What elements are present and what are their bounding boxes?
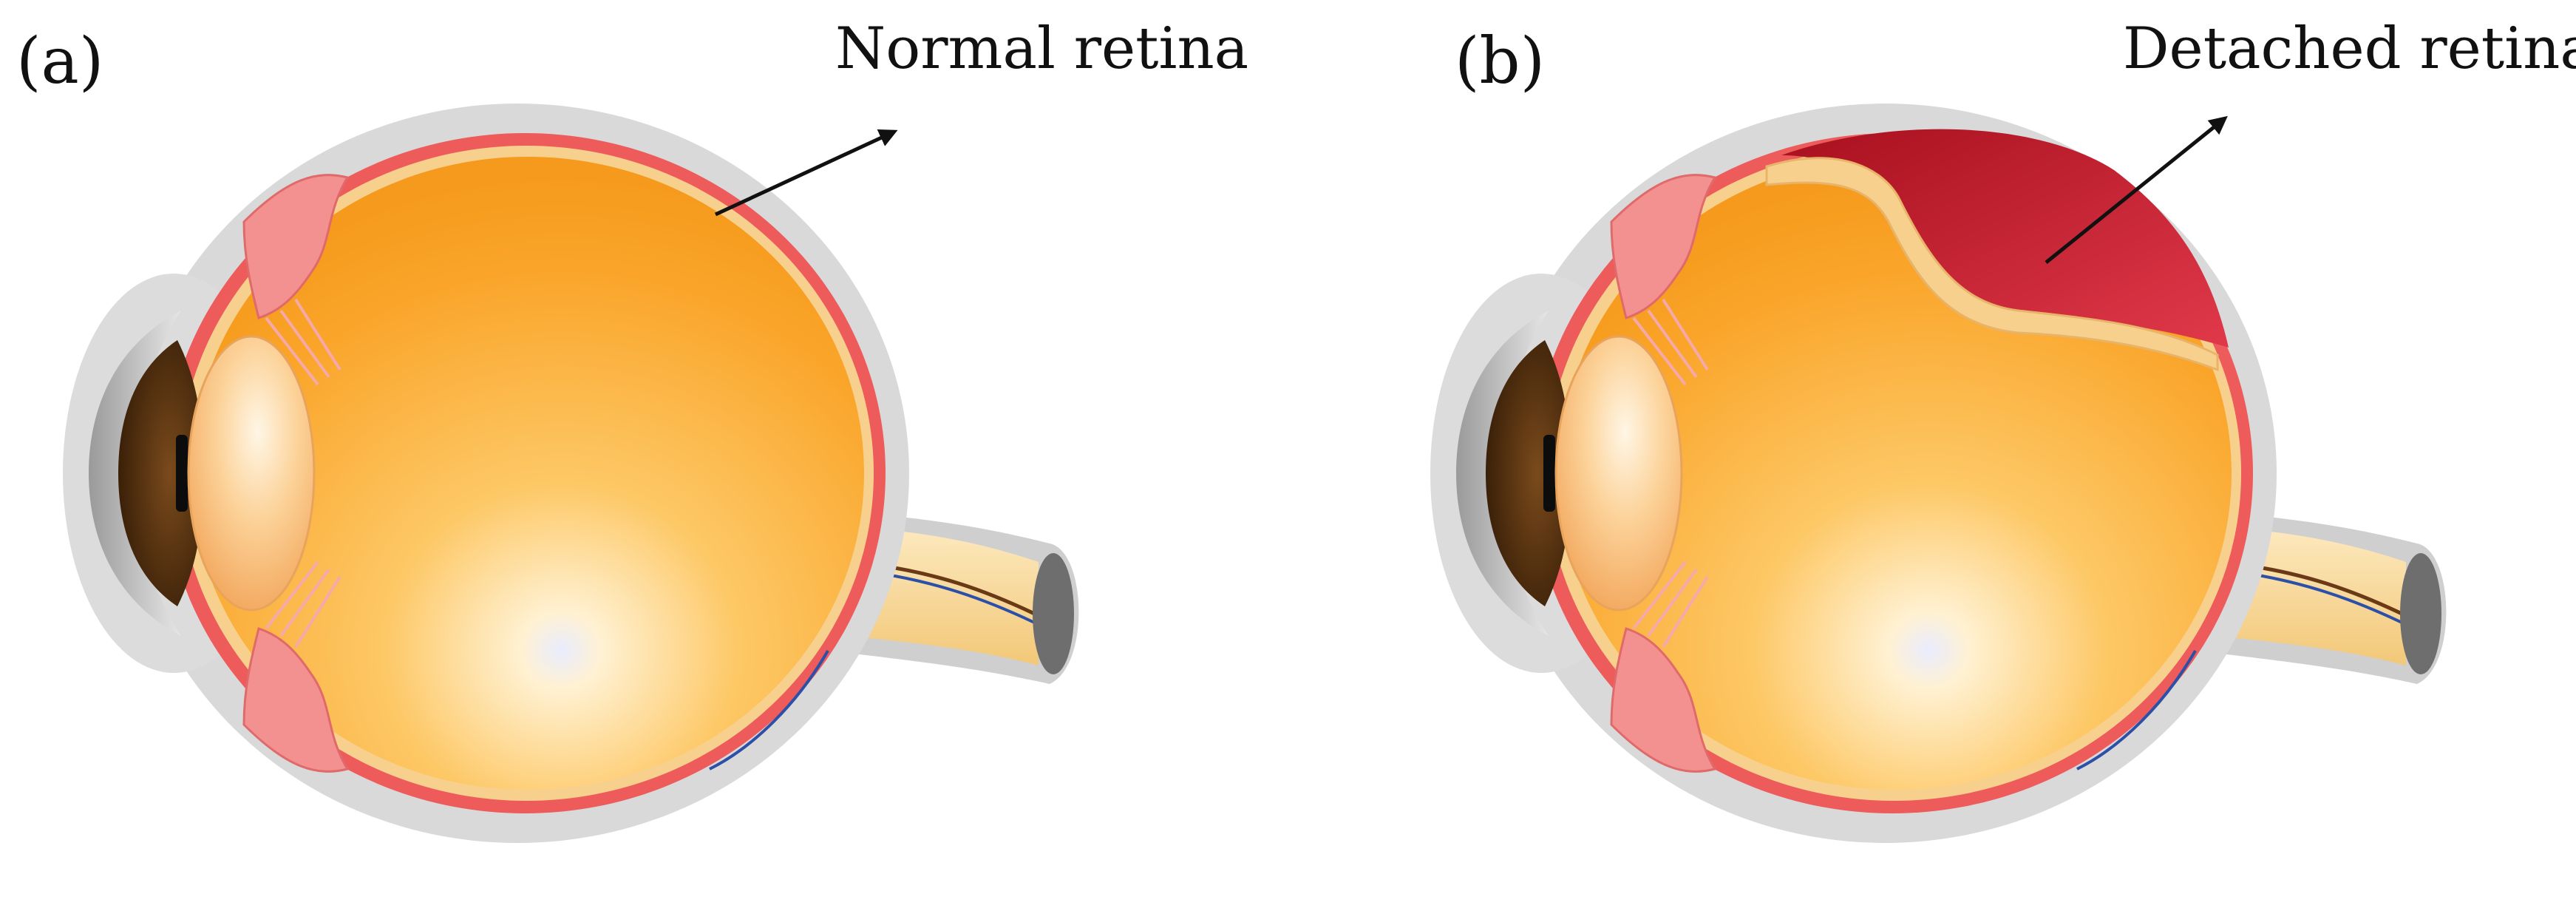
panel-b: (b) Detached retina: [1430, 16, 2576, 843]
eye-illustration-normal: [63, 104, 1078, 843]
detached-retina-label: Detached retina: [2123, 16, 2576, 82]
normal-retina-label: Normal retina: [835, 16, 1248, 82]
detached-retina-callout: Detached retina: [2045, 16, 2576, 264]
callout-arrow: [2045, 115, 2228, 264]
normal-retina-callout: Normal retina: [714, 16, 1248, 217]
panel-a-letter: (a): [16, 24, 103, 98]
detached-retina-fold: [1765, 157, 2219, 372]
subretinal-fluid: [1781, 129, 2229, 348]
eye-illustration-detached: [1430, 104, 2446, 843]
callout-arrow: [714, 129, 898, 217]
panel-b-letter: (b): [1455, 24, 1545, 98]
panel-a: (a) Normal retina: [16, 16, 1248, 843]
